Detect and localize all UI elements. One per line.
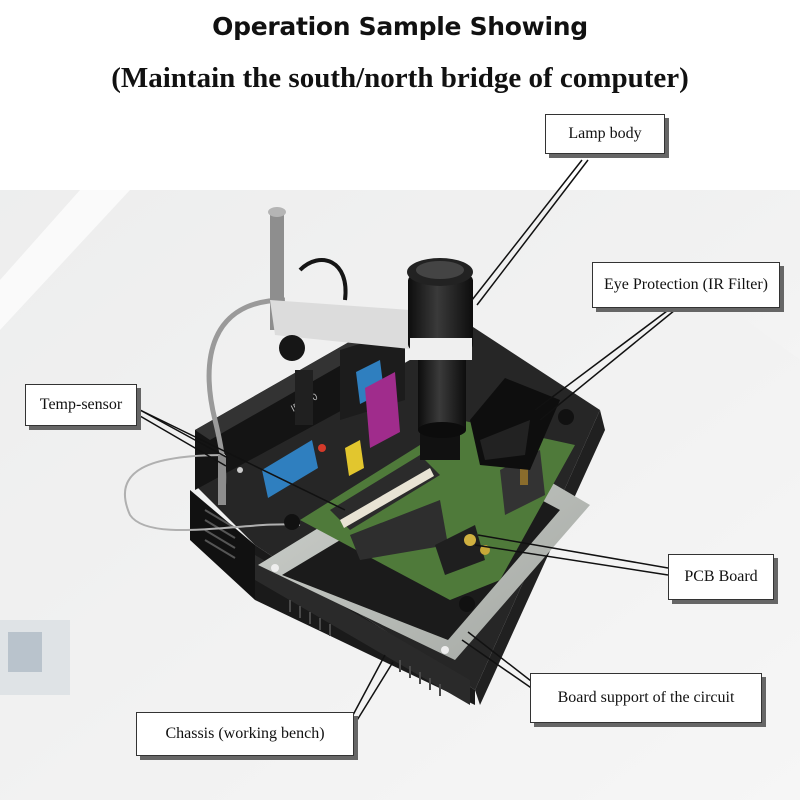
callout-pcb-board: PCB Board xyxy=(668,554,774,600)
leader-lines xyxy=(139,159,676,731)
corner-knob xyxy=(459,596,475,612)
callout-lamp-body: Lamp body xyxy=(545,114,665,154)
lamp-body xyxy=(407,258,473,460)
callout-chassis: Chassis (working bench) xyxy=(136,712,354,756)
callout-eye-protection: Eye Protection (IR Filter) xyxy=(592,262,780,308)
corner-knob xyxy=(558,409,574,425)
lamp-arm xyxy=(268,207,420,425)
page-subtitle: (Maintain the south/north bridge of comp… xyxy=(111,62,689,94)
temp-sensor-probe xyxy=(218,455,226,505)
ir-filter xyxy=(470,378,560,470)
page-title: Operation Sample Showing xyxy=(212,12,588,41)
control-tower xyxy=(195,330,405,498)
corner-knob xyxy=(284,514,300,530)
callout-board-support: Board support of the circuit xyxy=(530,673,762,723)
callout-temp-sensor: Temp-sensor xyxy=(25,384,137,426)
